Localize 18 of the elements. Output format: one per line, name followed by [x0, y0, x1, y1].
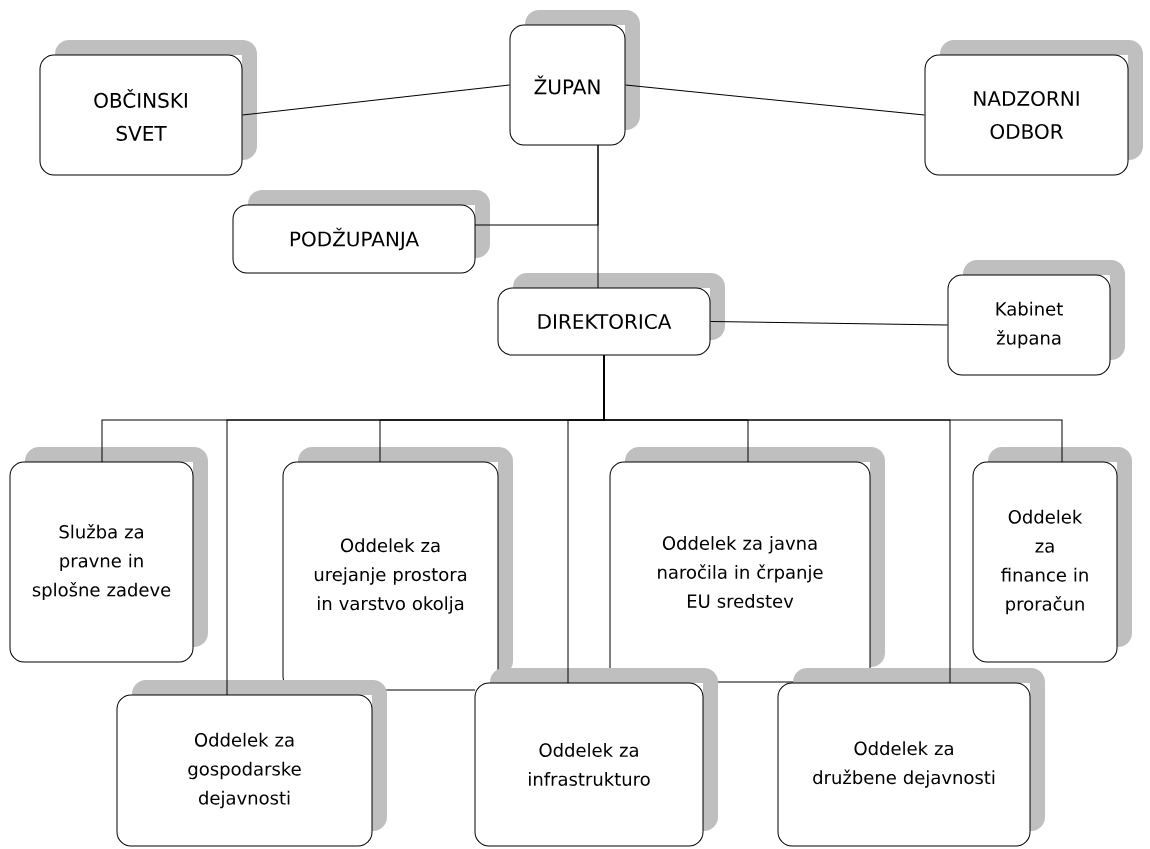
- org-box: NADZORNI ODBOR: [924, 40, 1143, 176]
- connector-line: [474, 144, 599, 226]
- org-box: Oddelek za družbene dejavnosti: [777, 668, 1045, 847]
- org-box: DIREKTORICA: [497, 273, 725, 356]
- connector-line: [710, 321, 948, 326]
- org-box: Služba za pravne in splošne zadeve: [9, 447, 208, 663]
- org-box: Kabinet župana: [947, 260, 1125, 376]
- org-box: PODŽUPANJA: [232, 190, 490, 274]
- org-box: Oddelek za urejanje prostora in varstvo okolja: [282, 447, 513, 691]
- org-box: Oddelek za gospodarske dejavnosti: [116, 680, 387, 847]
- org-box: Oddelek za infrastrukturo: [474, 668, 718, 847]
- org-box: ŽUPAN: [509, 10, 640, 146]
- connector-line: [242, 84, 510, 116]
- org-box: Oddelek za javna naročila in črpanje EU sredstev: [609, 447, 885, 683]
- org-box: OBČINSKI SVET: [39, 40, 257, 176]
- connector-line: [603, 355, 1063, 463]
- org-box: Oddelek za finance in proračun: [972, 447, 1132, 663]
- connector-line: [625, 84, 925, 116]
